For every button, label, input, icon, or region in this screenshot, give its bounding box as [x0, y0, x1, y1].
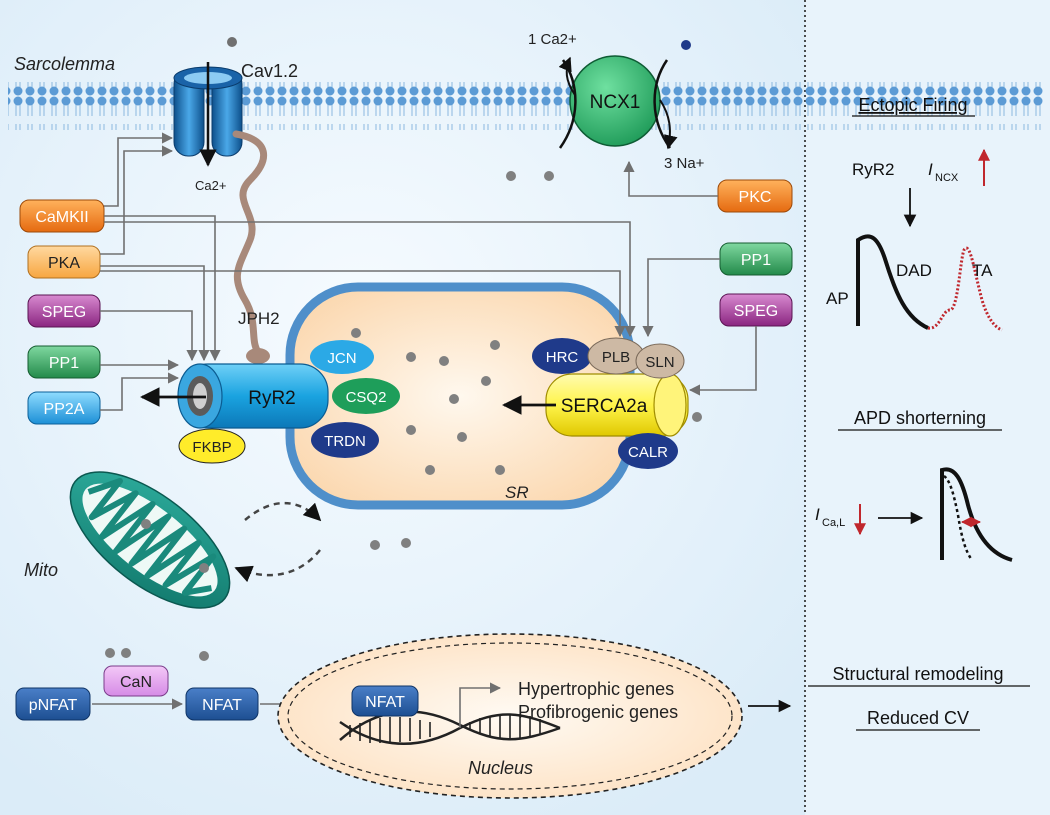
- can-box: [103, 665, 169, 697]
- ncx-na-influx-arrow: [659, 99, 678, 150]
- calr-label: CALR: [628, 444, 668, 461]
- cytosolic-ca-ions: [105, 171, 702, 661]
- pp2a-box: [27, 391, 101, 425]
- sln-protein: [635, 343, 685, 379]
- ncx-na-label: 3 Na+: [664, 155, 705, 172]
- incx-subscript: NCX: [935, 172, 959, 184]
- mito-uptake-arrow: [244, 501, 322, 522]
- apd-short-waveform: [943, 474, 974, 561]
- right-panel-background: [805, 0, 1050, 815]
- sln-label: SLN: [645, 354, 674, 371]
- mitochondrion: [69, 471, 231, 609]
- mito-ca-ion: [199, 563, 209, 573]
- hrc-protein: [532, 338, 592, 374]
- sr-ca-ions: [351, 328, 505, 475]
- pka-label: PKA: [48, 255, 80, 272]
- speg-right-label: SPEG: [734, 303, 778, 320]
- gene-label-hypertrophic: Hypertrophic genes: [518, 679, 674, 699]
- ta-label: TA: [972, 261, 993, 280]
- ical-symbol: I: [815, 505, 820, 524]
- ncx1-label: NCX1: [590, 92, 641, 113]
- ap-label: AP: [826, 289, 849, 308]
- csq2-label: CSQ2: [346, 389, 387, 406]
- dad-label: DAD: [896, 261, 932, 280]
- ta-waveform: [927, 246, 1003, 332]
- camkii-label: CaMKII: [35, 209, 88, 226]
- ncx-ca-efflux-arrow: [558, 56, 576, 96]
- pp1-left-box: [27, 345, 101, 379]
- trdn-label: TRDN: [324, 433, 366, 450]
- na-ion: [681, 40, 691, 50]
- ical-subscript: Ca,L: [822, 517, 845, 529]
- apd-normal-waveform: [940, 467, 1013, 562]
- sarcolemma-label: Sarcolemma: [14, 54, 115, 74]
- jph2-anchor: [246, 348, 270, 364]
- pnfat-box: [15, 687, 91, 721]
- fkbp-label: FKBP: [192, 439, 231, 456]
- incx-symbol: I: [928, 160, 933, 179]
- pkc-label: PKC: [739, 189, 772, 206]
- calr-protein: [618, 433, 678, 469]
- structural-remodeling-label: Structural remodeling: [832, 664, 1003, 684]
- nfat-label: NFAT: [202, 697, 242, 714]
- jcn-protein: [310, 340, 374, 374]
- nucleus-inner-envelope: [287, 642, 733, 790]
- ap-waveform: [856, 234, 929, 330]
- pka-box: [27, 245, 101, 279]
- nucleus-label: Nucleus: [468, 758, 533, 778]
- reduced-cv-label: Reduced CV: [867, 708, 969, 728]
- ryr2-label: RyR2: [248, 388, 296, 409]
- nfat-box: [185, 687, 259, 721]
- sr-label: SR: [505, 483, 529, 502]
- jph2-label: JPH2: [238, 309, 280, 328]
- pp2a-label: PP2A: [44, 401, 85, 418]
- cav-label: Cav1.2: [241, 61, 298, 81]
- mito-release-arrow: [234, 549, 321, 583]
- transcription-arrow: [459, 682, 502, 728]
- fkbp-protein: [178, 428, 246, 464]
- pnfat-label: pNFAT: [29, 697, 78, 714]
- jcn-label: JCN: [327, 350, 356, 367]
- mito-ca-ion: [141, 519, 151, 529]
- ectopic-firing-title: Ectopic Firing: [858, 95, 967, 115]
- plb-label: PLB: [602, 349, 630, 366]
- csq2-protein: [332, 378, 400, 414]
- jph2-tether: [232, 130, 267, 356]
- regulatory-arrows: [100, 132, 757, 411]
- mito-label: Mito: [24, 560, 58, 580]
- serca2a-label: SERCA2a: [561, 396, 648, 417]
- pp1-right-label: PP1: [741, 252, 771, 269]
- trdn-protein: [311, 422, 379, 458]
- speg-left-label: SPEG: [42, 304, 86, 321]
- ectopic-ryr2: RyR2: [852, 160, 895, 179]
- cav-ca-label: Ca2+: [195, 178, 226, 193]
- ncx1-exchanger: [558, 55, 672, 149]
- nfat-nucleus-box: [351, 685, 419, 717]
- ca-ion: [227, 37, 237, 47]
- apd-title: APD shorterning: [854, 408, 986, 428]
- hrc-label: HRC: [546, 349, 579, 366]
- pp1-left-label: PP1: [49, 355, 79, 372]
- gene-label-profibrogenic: Profibrogenic genes: [518, 702, 678, 722]
- nfat-nucleus-label: NFAT: [365, 694, 405, 711]
- can-label: CaN: [120, 674, 152, 691]
- ncx-ca-label: 1 Ca2+: [528, 31, 577, 48]
